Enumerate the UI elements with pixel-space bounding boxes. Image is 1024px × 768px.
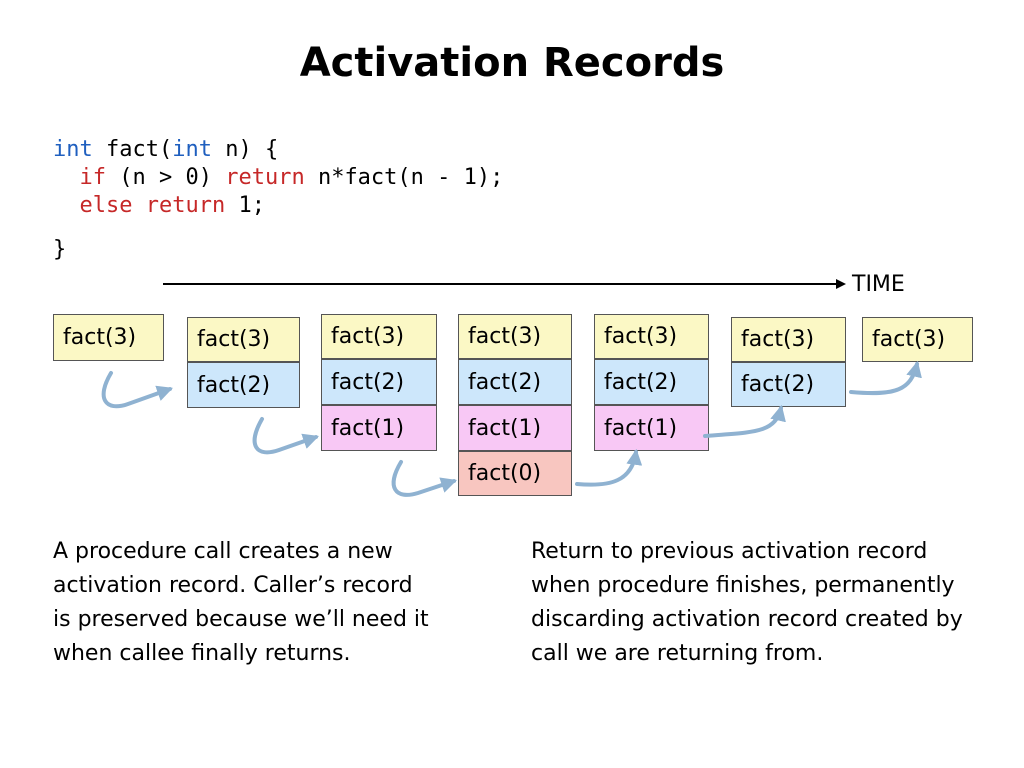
time-label: TIME: [852, 272, 905, 297]
note-left-line: activation record. Caller’s record: [53, 573, 413, 598]
keyword-else: else: [79, 193, 133, 218]
frame-fact2: fact(2): [458, 359, 572, 405]
call-arrow-3: [391, 460, 458, 497]
frame-fact2: fact(2): [594, 359, 709, 405]
note-right-line: Return to previous activation record: [531, 539, 928, 564]
frame-fact1: fact(1): [594, 405, 709, 451]
note-left-line: A procedure call creates a new: [53, 539, 393, 564]
frame-fact3: fact(3): [187, 317, 300, 362]
return-arrow-3: [849, 360, 922, 396]
keyword-int: int: [172, 137, 212, 162]
frame-fact2: fact(2): [321, 359, 437, 405]
call-arrow-2: [252, 417, 320, 455]
code-text: fact(: [92, 137, 173, 162]
frame-fact3: fact(3): [321, 314, 437, 359]
frame-fact3: fact(3): [862, 317, 973, 362]
keyword-return: return: [145, 193, 226, 218]
note-right-line: discarding activation record created by: [531, 607, 963, 632]
code-text: n) {: [211, 137, 279, 162]
frame-fact1: fact(1): [321, 405, 437, 451]
frame-fact2: fact(2): [187, 362, 300, 408]
code-line-1: int fact(int n) {: [53, 136, 278, 164]
frame-fact3: fact(3): [731, 317, 846, 362]
code-line-4: }: [53, 237, 67, 262]
code-line-2: if (n > 0) return n*fact(n - 1);: [53, 164, 504, 192]
code-line-3: else return 1;: [53, 192, 265, 220]
return-arrow-1: [575, 448, 643, 487]
keyword-int: int: [53, 137, 93, 162]
keyword-return: return: [225, 165, 305, 190]
code-text: n*fact(n - 1);: [304, 165, 504, 190]
keyword-if: if: [79, 165, 107, 190]
note-right-line: call we are returning from.: [531, 641, 824, 666]
note-left-line: is preserved because we’ll need it: [53, 607, 429, 632]
call-arrow-1: [101, 371, 174, 409]
note-left-line: when callee finally returns.: [53, 641, 351, 666]
frame-fact0: fact(0): [458, 451, 572, 496]
frame-fact1: fact(1): [458, 405, 572, 451]
frame-fact2: fact(2): [731, 362, 846, 407]
note-right: Return to previous activation record whe…: [531, 535, 963, 671]
frame-fact3: fact(3): [594, 314, 709, 359]
code-text: 1;: [225, 193, 265, 218]
code-text: (n > 0): [106, 165, 226, 190]
note-left: A procedure call creates a new activatio…: [53, 535, 429, 671]
return-arrow-2: [703, 404, 786, 438]
frame-fact3: fact(3): [53, 314, 164, 361]
frame-fact3: fact(3): [458, 314, 572, 359]
slide-title: Activation Records: [299, 40, 725, 86]
note-right-line: when procedure finishes, permanently: [531, 573, 955, 598]
time-axis-arrowhead: [836, 279, 846, 289]
